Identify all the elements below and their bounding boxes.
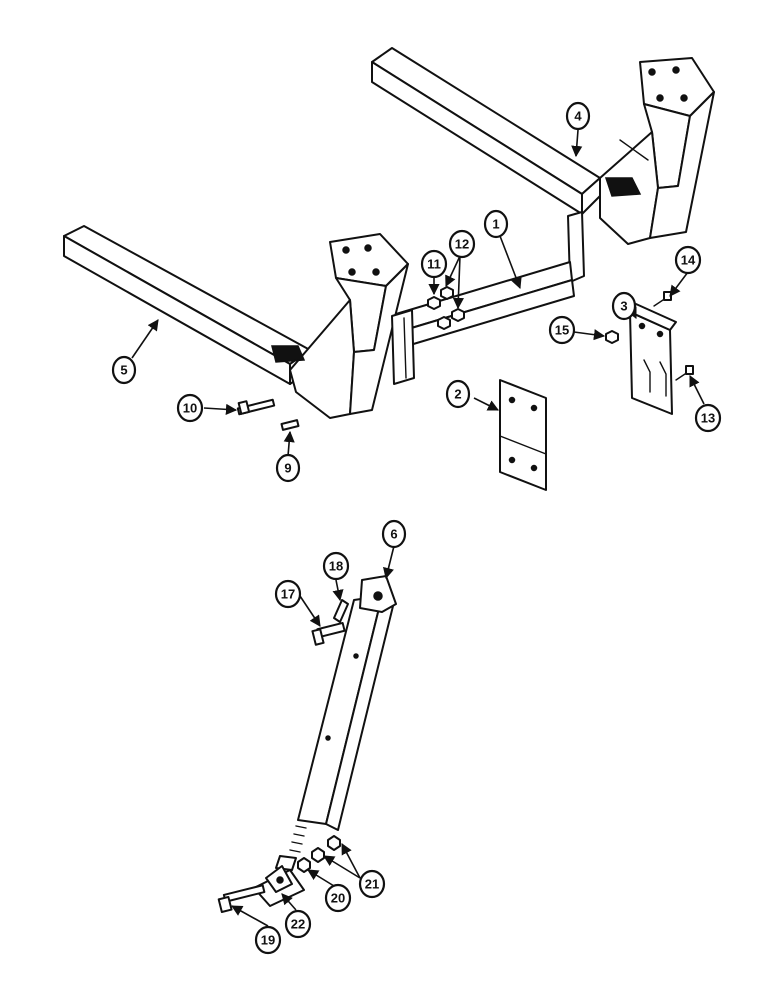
mounting-plate-upper [629, 303, 677, 415]
bolt-19 [217, 884, 266, 914]
svg-text:1: 1 [492, 217, 499, 232]
svg-text:11: 11 [427, 257, 441, 272]
nuts-20-21 [297, 835, 341, 873]
callout-2: 2 [445, 379, 471, 409]
callout-18: 18 [322, 551, 350, 581]
bolt-10 [236, 398, 276, 416]
svg-text:12: 12 [455, 237, 469, 252]
svg-text:14: 14 [681, 253, 696, 268]
callout-6: 6 [381, 519, 407, 549]
svg-text:15: 15 [555, 323, 569, 338]
brace-strut [275, 575, 397, 871]
svg-text:4: 4 [574, 109, 582, 124]
cross-member [391, 211, 585, 385]
callout-22: 22 [284, 909, 312, 939]
callout-21: 21 [358, 869, 386, 899]
svg-text:10: 10 [183, 401, 197, 416]
svg-text:6: 6 [390, 527, 397, 542]
callout-10: 10 [176, 393, 204, 423]
mounting-plate-lower [499, 379, 547, 491]
svg-text:17: 17 [281, 587, 295, 602]
callout-5: 5 [111, 355, 137, 385]
callout-11: 11 [420, 249, 448, 279]
bolt-9 [280, 419, 300, 431]
callout-4: 4 [565, 101, 591, 131]
callout-14: 14 [674, 245, 702, 275]
callout-13: 13 [694, 403, 722, 433]
svg-text:19: 19 [261, 933, 275, 948]
callout-1: 1 [483, 209, 509, 239]
svg-text:9: 9 [284, 461, 291, 476]
callout-12: 12 [448, 229, 476, 259]
svg-text:20: 20 [331, 891, 345, 906]
clip-18 [333, 599, 349, 623]
leader-lines [131, 129, 705, 927]
svg-text:13: 13 [701, 411, 715, 426]
svg-text:18: 18 [329, 559, 343, 574]
svg-text:22: 22 [291, 917, 305, 932]
side-rail-front [63, 225, 409, 419]
callout-17: 17 [274, 579, 302, 609]
svg-text:2: 2 [454, 387, 461, 402]
bolt-14 [653, 291, 672, 307]
svg-text:3: 3 [620, 299, 627, 314]
callout-9: 9 [275, 453, 301, 483]
svg-text:21: 21 [365, 877, 379, 892]
callout-20: 20 [324, 883, 352, 913]
callout-19: 19 [254, 925, 282, 955]
bracket-22 [253, 865, 305, 907]
callout-15: 15 [548, 315, 576, 345]
callout-3: 3 [611, 291, 637, 321]
svg-text:5: 5 [120, 363, 127, 378]
pin-17 [311, 621, 346, 646]
bolt-13 [675, 365, 694, 381]
side-rail-rear [371, 47, 715, 245]
